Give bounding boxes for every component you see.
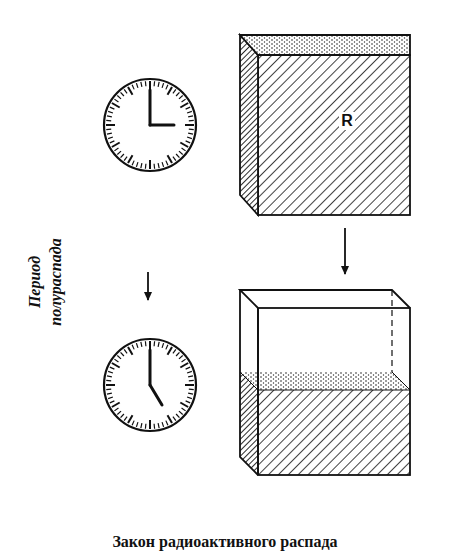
side-label: Период полураспада [24, 223, 66, 341]
clock-start [104, 79, 196, 171]
time-arrow [147, 272, 149, 300]
radioactive-block: R [236, 31, 414, 219]
caption: Закон радиоактивного распада [0, 533, 450, 551]
decay-arrow [344, 228, 346, 274]
decayed-block [240, 290, 410, 475]
element-label: R [339, 112, 355, 130]
clock-end [104, 339, 196, 431]
block-shape [236, 31, 414, 219]
